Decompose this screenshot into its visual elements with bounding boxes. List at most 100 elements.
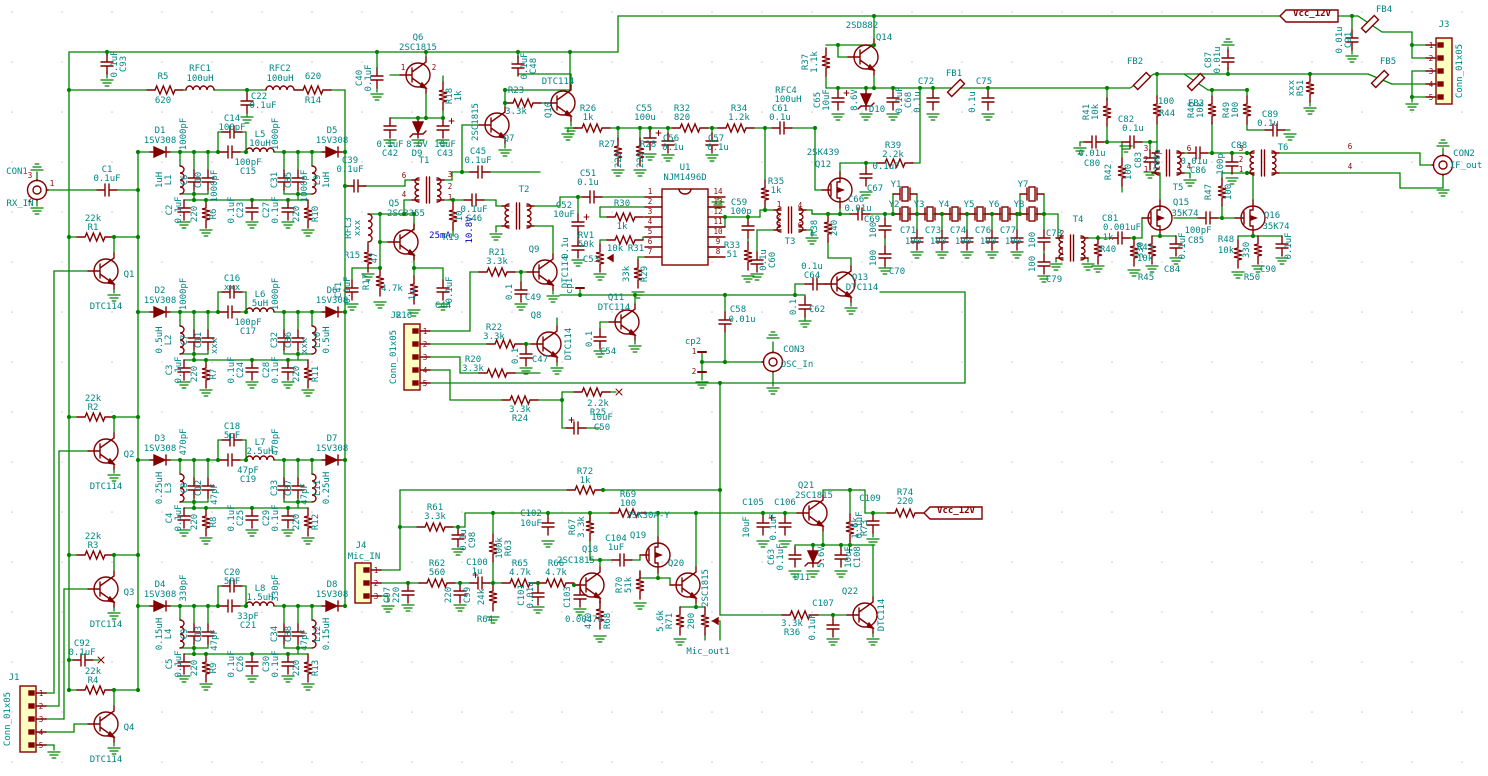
svg-text:0.1uF: 0.1uF [110,50,120,77]
svg-text:0.15uH: 0.15uH [155,618,165,651]
svg-text:C76: C76 [975,226,991,236]
svg-text:1.6k: 1.6k [851,517,861,539]
svg-text:xxx: xxx [1287,79,1297,96]
svg-text:R69: R69 [620,490,636,500]
svg-text:L4: L4 [164,629,174,640]
svg-text:47pF: 47pF [300,483,310,505]
svg-text:10uF: 10uF [742,516,752,538]
svg-text:2SC1815: 2SC1815 [701,569,711,607]
svg-text:1: 1 [777,200,782,209]
svg-text:4.7k: 4.7k [509,568,531,578]
svg-text:1SV308: 1SV308 [144,136,177,146]
svg-text:0.1uF: 0.1uF [271,356,281,383]
svg-text:1000pF: 1000pF [179,118,189,151]
svg-text:6: 6 [798,221,803,230]
svg-text:C11: C11 [194,332,204,348]
svg-text:C107: C107 [812,599,834,609]
svg-text:C38: C38 [284,626,294,642]
svg-text:IF_out: IF_out [1450,161,1483,171]
svg-text:R16: R16 [396,311,412,321]
svg-text:1SV308: 1SV308 [316,590,349,600]
svg-text:C61: C61 [772,104,788,114]
svg-text:C13: C13 [194,626,204,642]
svg-text:4: 4 [1187,162,1192,171]
svg-text:1SV308: 1SV308 [144,590,177,600]
svg-text:4: 4 [39,728,44,737]
svg-text:R5: R5 [158,72,169,82]
svg-text:13: 13 [713,197,722,206]
svg-text:D2: D2 [155,286,166,296]
svg-text:1000pF: 1000pF [179,278,189,311]
svg-text:RX_IN: RX_IN [6,199,33,209]
svg-text:C64: C64 [804,271,820,281]
svg-text:0.1uF: 0.1uF [174,504,184,531]
svg-text:C4: C4 [165,513,175,524]
svg-text:R11: R11 [311,366,321,382]
svg-text:0.1uF: 0.1uF [336,165,363,175]
svg-text:100: 100 [869,250,879,266]
svg-text:10k: 10k [1091,103,1101,120]
svg-text:10uF: 10uF [591,413,613,423]
svg-text:5.6k: 5.6k [656,610,666,632]
svg-text:C70: C70 [889,267,905,277]
svg-text:220: 220 [190,366,200,382]
svg-text:FB2: FB2 [1127,57,1143,67]
svg-text:3: 3 [28,171,33,180]
svg-text:Q12: Q12 [815,160,831,170]
svg-text:1uF: 1uF [608,543,624,553]
svg-text:330: 330 [1242,242,1252,258]
svg-text:0.1uF: 0.1uF [872,162,899,172]
svg-text:R62: R62 [429,559,445,569]
svg-text:1uH: 1uH [322,172,332,188]
svg-text:0.1u: 0.1u [968,91,978,113]
svg-text:100pF: 100pF [218,123,245,133]
svg-text:3: 3 [1144,144,1149,153]
svg-text:1: 1 [692,347,697,356]
svg-text:0.01u: 0.01u [728,315,755,325]
svg-text:0.25uH: 0.25uH [322,472,332,505]
svg-text:5: 5 [1429,93,1434,102]
svg-text:C20: C20 [224,568,240,578]
svg-text:NJM1496D: NJM1496D [663,173,706,183]
svg-text:2: 2 [1060,229,1065,238]
svg-text:cp1: cp1 [565,278,575,294]
svg-text:100: 100 [1231,102,1241,118]
svg-text:Y7: Y7 [1018,180,1029,190]
svg-text:0.1u: 0.1u [1257,119,1279,129]
svg-text:100: 100 [1028,232,1038,248]
svg-text:220: 220 [190,660,200,676]
svg-text:R70: R70 [615,577,625,593]
svg-text:R41: R41 [1082,104,1092,120]
svg-text:C71: C71 [900,226,916,236]
svg-text:8.6V: 8.6V [406,140,428,150]
svg-text:xxx: xxx [353,219,363,236]
svg-text:R73: R73 [860,520,870,536]
svg-text:0.1uF: 0.1uF [460,205,487,215]
svg-text:1.1k: 1.1k [810,51,820,73]
svg-text:C35: C35 [284,172,294,188]
svg-text:C66: C66 [848,195,864,205]
svg-text:C77: C77 [1000,226,1016,236]
svg-text:RFC3: RFC3 [344,217,354,239]
svg-text:R12: R12 [311,514,321,530]
svg-text:C84: C84 [1164,265,1180,275]
svg-text:3: 3 [39,715,44,724]
svg-text:Y6: Y6 [989,200,1000,210]
svg-text:C85: C85 [1188,236,1204,246]
svg-text:R27: R27 [599,140,615,150]
svg-text:R8: R8 [209,517,219,528]
svg-text:C104: C104 [605,534,627,544]
svg-text:CON1: CON1 [6,167,28,177]
svg-text:1SV308: 1SV308 [144,296,177,306]
svg-text:C41: C41 [334,282,344,298]
svg-text:C52: C52 [556,201,572,211]
svg-text:R74: R74 [897,488,913,498]
svg-text:220: 220 [190,514,200,530]
svg-text:3.3k: 3.3k [505,107,527,117]
svg-text:6: 6 [1187,144,1192,153]
svg-text:C62: C62 [809,305,825,315]
svg-text:2SC1815: 2SC1815 [471,103,481,141]
svg-text:C29: C29 [262,510,272,526]
svg-text:47pF: 47pF [300,629,310,651]
svg-text:T4: T4 [1073,215,1084,225]
